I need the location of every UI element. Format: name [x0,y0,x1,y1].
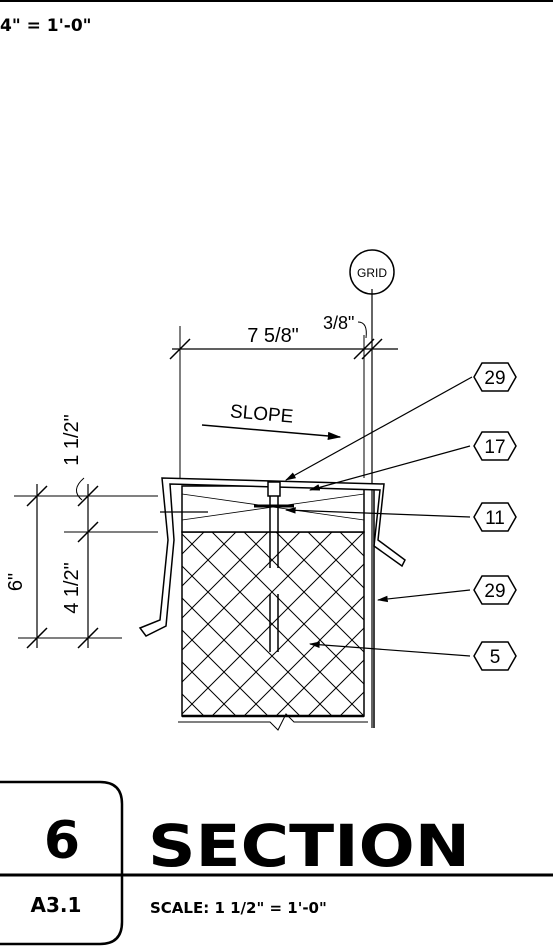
break-line [178,713,368,731]
dim-tick-3 [77,485,99,507]
keynote-number: 11 [485,508,505,529]
upper-height-leader [76,477,85,501]
dim-tick-1 [26,485,48,507]
grid-bubble [349,249,395,295]
lower-height-text: 4 1/2" [61,562,83,614]
section-title: SECTION [148,812,470,880]
keynote-tag-2: 17 [473,431,517,461]
tapered-nailer [181,485,365,533]
slope-arrow [201,424,342,440]
detail-number: 6 [44,811,80,871]
offset-leader [357,321,367,339]
width-tick-left [169,338,191,360]
keynote-number: 29 [484,368,505,389]
keynote-tag-5: 5 [473,641,517,671]
insulation-block [181,531,365,717]
keynote-leader-3 [284,507,471,518]
metal-coping [138,477,406,637]
keynote-leader-2 [308,445,471,491]
slope-label: SLOPE [229,401,294,427]
keynote-number: 5 [490,647,501,668]
keynote-tag-3: 11 [473,502,517,532]
offset-dimension-text: 3/8" [323,313,354,333]
dim-tick-5 [77,627,99,649]
keynote-number: 17 [484,437,505,458]
keynote-number: 29 [484,581,505,602]
sheet-number: A3.1 [31,893,82,917]
title-block: 6 A3.1 SECTION SCALE: 1 1/2" = 1'-0" [0,780,553,946]
keynote-leader-5 [308,641,471,657]
scale-text: SCALE: 1 1/2" = 1'-0" [150,899,327,917]
detail-callout-frame [0,780,124,946]
dim-tick-2 [26,627,48,649]
dim-tick-4 [77,521,99,543]
keynote-leader-4 [376,589,471,603]
keynote-leader-1 [285,376,473,481]
keynote-tag-1: 29 [473,362,517,392]
width-dimension-text: 7 5/8" [247,325,299,347]
fastener-head [267,481,281,497]
grid-bubble-label: GRID [357,266,387,280]
keynote-tag-4: 29 [473,575,517,605]
upper-height-text: 1 1/2" [61,414,83,466]
total-height-text: 6" [5,573,27,591]
width-tick-right [361,338,383,360]
top-scale-fragment: 4" = 1'-0" [0,16,92,36]
width-tick-mid [353,338,375,360]
